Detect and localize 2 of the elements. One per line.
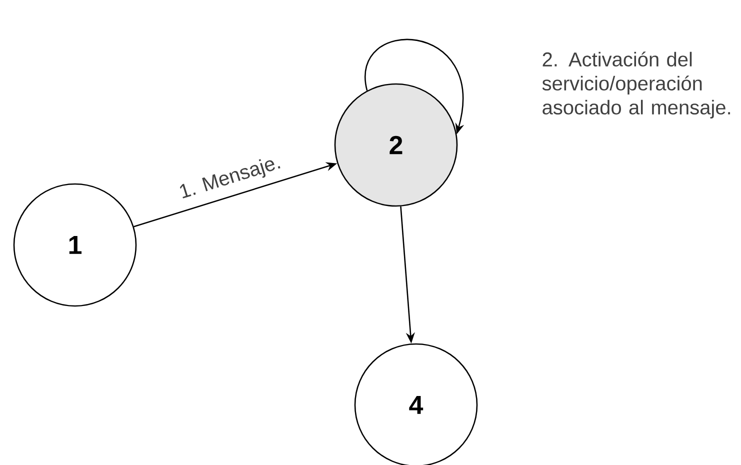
edge-label: 1. Mensaje.	[180, 159, 280, 198]
edge-label: 2. Activación del servicio/operación asociado al mensaje.	[542, 52, 730, 118]
